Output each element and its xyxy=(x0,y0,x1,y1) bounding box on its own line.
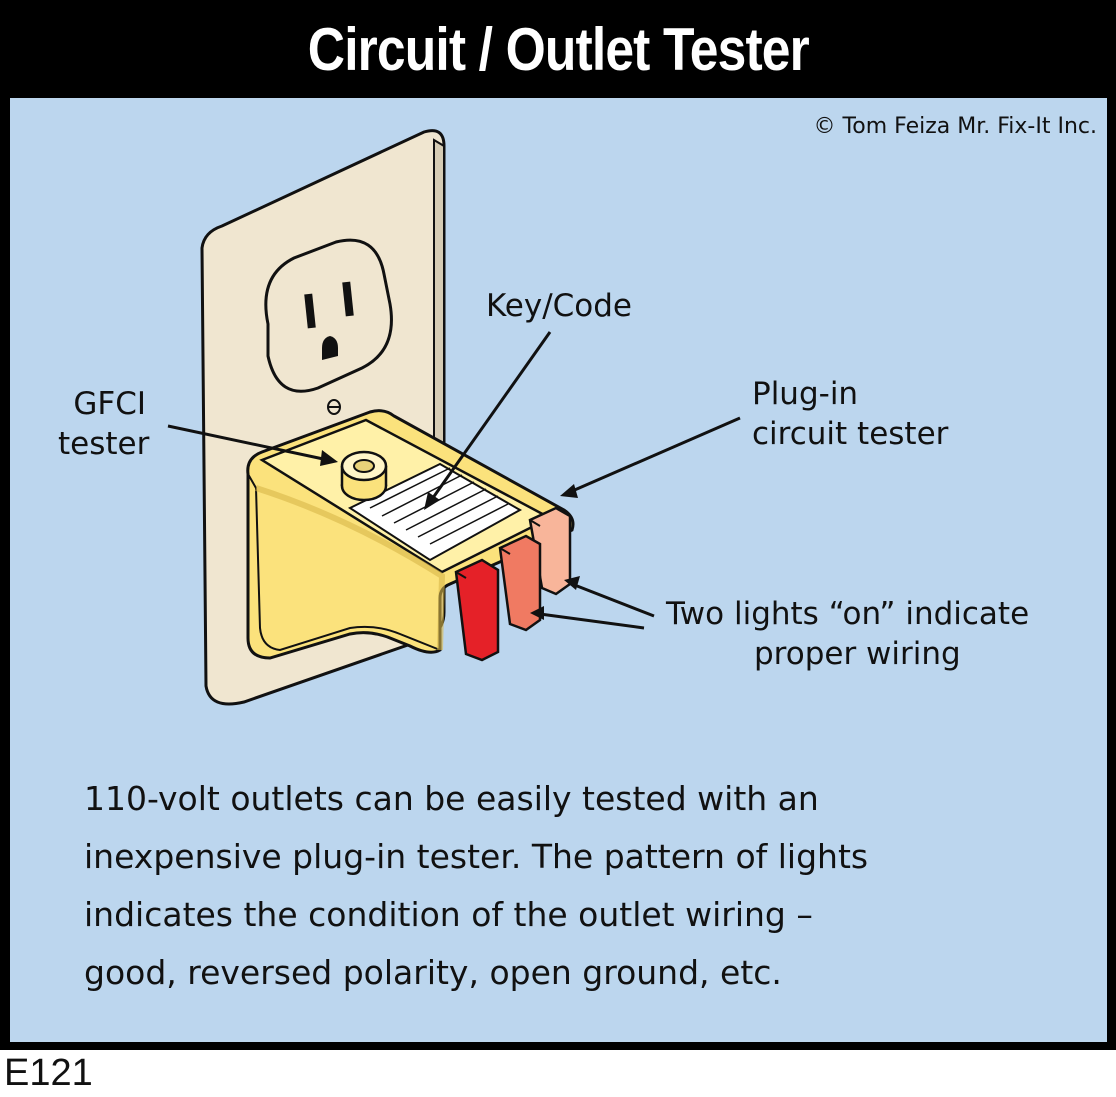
callout-gfci-tester: GFCI tester xyxy=(58,384,149,464)
description-line: indicates the condition of the outlet wi… xyxy=(84,895,813,934)
illustration-panel: © Tom Feiza Mr. Fix-It Inc. Key/Code GFC… xyxy=(10,98,1107,1042)
callout-plug-in-tester: Plug-in circuit tester xyxy=(752,374,948,454)
callout-key-code: Key/Code xyxy=(486,288,633,324)
indicator-lights xyxy=(454,506,572,662)
title-bar: Circuit / Outlet Tester xyxy=(0,0,1116,98)
figure-code: E121 xyxy=(4,1052,93,1094)
plug-in-tester xyxy=(246,409,575,662)
key-code-arrow xyxy=(428,331,552,503)
gfci-arrow xyxy=(167,424,329,462)
arrowheads xyxy=(320,450,580,620)
outlet-tester-illustration xyxy=(167,129,741,706)
leader-lines xyxy=(167,331,741,630)
description-line: inexpensive plug-in tester. The pattern … xyxy=(84,837,869,876)
callout-plug-in-line1: Plug-in xyxy=(752,376,859,412)
indicator-light-coral xyxy=(498,534,542,632)
frame: Circuit / Outlet Tester xyxy=(0,0,1116,1050)
callout-lights-line1: Two lights “on” indicate xyxy=(666,596,1030,632)
key-code-label xyxy=(347,462,523,562)
callout-gfci-line1: GFCI xyxy=(73,386,146,422)
callout-two-lights: Two lights “on” indicate proper wiring xyxy=(666,594,1029,674)
description-line: 110-volt outlets can be easily tested wi… xyxy=(84,779,819,818)
neutral-slot-icon xyxy=(304,293,316,329)
gfci-button xyxy=(340,450,388,502)
plug-in-arrow xyxy=(569,416,741,494)
hot-slot-icon xyxy=(342,281,354,317)
callout-gfci-line2: tester xyxy=(58,426,150,462)
description-line: good, reversed polarity, open ground, et… xyxy=(84,953,782,992)
lights-arrow-upper xyxy=(571,582,655,618)
description-text: 110-volt outlets can be easily tested wi… xyxy=(84,770,1094,1002)
ground-slot-icon xyxy=(322,336,338,360)
page-title: Circuit / Outlet Tester xyxy=(307,15,809,83)
indicator-light-red xyxy=(454,558,500,662)
lights-arrow-lower xyxy=(539,612,645,630)
copyright-notice: © Tom Feiza Mr. Fix-It Inc. xyxy=(813,114,1097,139)
outlet-receptacle xyxy=(264,238,393,415)
callout-lights-line2: proper wiring xyxy=(754,636,961,672)
callout-plug-in-line2: circuit tester xyxy=(752,416,949,452)
